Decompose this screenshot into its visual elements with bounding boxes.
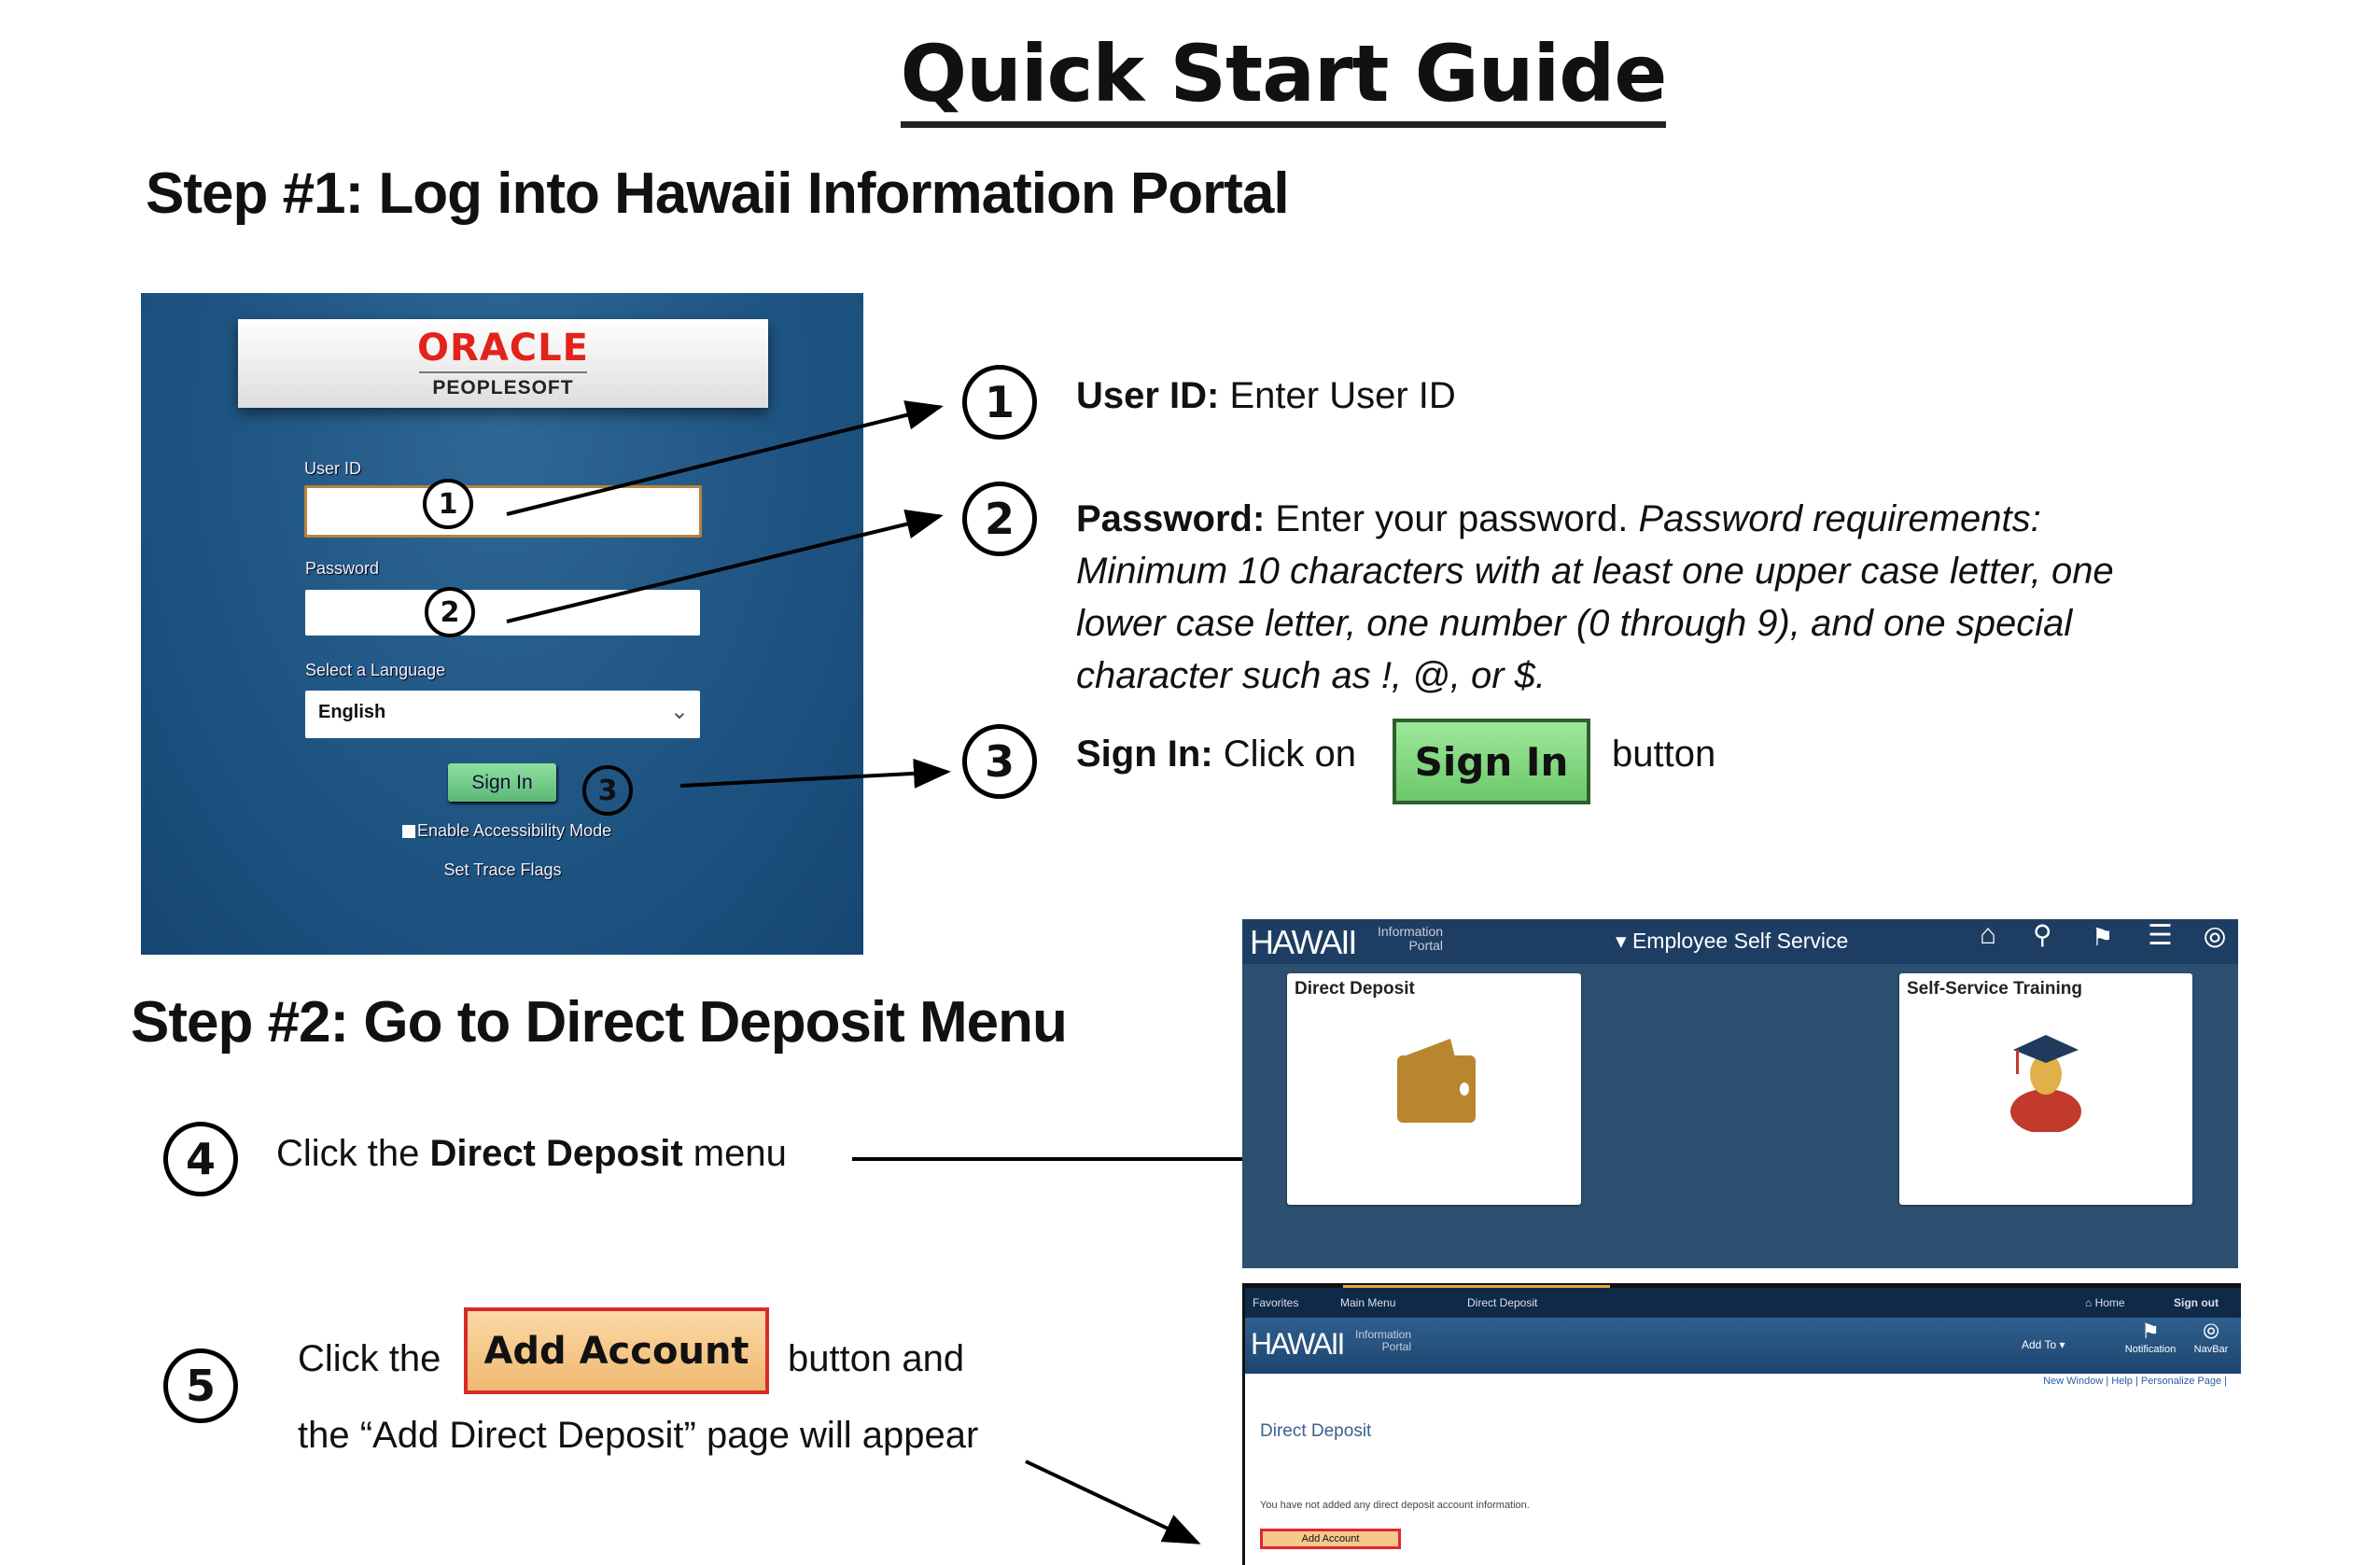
wallet-icon <box>1397 1039 1476 1123</box>
set-trace-flags-link[interactable]: Set Trace Flags <box>443 860 562 879</box>
add-account-button-sample: Add Account <box>464 1307 769 1394</box>
callout-1-marker: 1 <box>423 479 473 529</box>
step-3-number: 3 <box>962 724 1037 799</box>
arrow-1 <box>506 400 944 516</box>
login-screenshot: ORACLE PEOPLESOFT User ID Password Selec… <box>141 293 863 955</box>
hawaii-logo: HAWAII <box>1251 1327 1345 1361</box>
sign-out-link[interactable]: Sign out <box>2174 1296 2219 1309</box>
sign-in-button-sample: Sign In <box>1393 719 1590 804</box>
flag-icon: ⚑ <box>2141 1320 2160 1343</box>
sign-in-button[interactable]: Sign In <box>448 763 556 802</box>
add-to-dropdown[interactable]: Add To ▾ <box>2022 1338 2065 1351</box>
navbar-button[interactable]: ⦾NavBar <box>2193 1320 2229 1355</box>
callout-3-marker: 3 <box>582 765 633 816</box>
button-word: button <box>1612 734 1716 775</box>
signin-instruction: Sign In: Click on <box>1076 734 1357 775</box>
step-5-number: 5 <box>163 1348 238 1423</box>
nav-main-menu[interactable]: Main Menu <box>1340 1296 1396 1309</box>
dd-page-title: Direct Deposit <box>1260 1421 1372 1441</box>
compass-icon: ⦾ <box>2203 1320 2219 1343</box>
step-4-number: 4 <box>163 1122 238 1196</box>
chevron-down-icon: ⌄ <box>669 699 689 724</box>
add-account-button[interactable]: Add Account <box>1260 1529 1401 1549</box>
search-icon[interactable]: ⚲ <box>2033 920 2052 949</box>
language-label: Select a Language <box>305 661 446 679</box>
step-1-number: 1 <box>962 365 1037 440</box>
ess-menu-dropdown[interactable]: ▾ Employee Self Service <box>1616 929 1849 953</box>
page-links[interactable]: New Window | Help | Personalize Page | <box>2043 1376 2227 1387</box>
accessibility-checkbox[interactable] <box>402 825 415 838</box>
oracle-logo: ORACLE PEOPLESOFT <box>238 319 768 408</box>
language-value: English <box>318 702 386 722</box>
password-instruction: Password: Enter your password. Password … <box>1076 498 2114 696</box>
hawaii-logo: HAWAII <box>1250 923 1357 961</box>
userid-label: User ID <box>304 459 362 478</box>
compass-icon[interactable]: ⦾ <box>2204 923 2226 954</box>
userid-input[interactable] <box>304 485 702 538</box>
add-account-instruction-pre: Click the <box>298 1338 441 1379</box>
language-select[interactable]: English ⌄ <box>305 691 700 738</box>
tile-direct-deposit[interactable]: Direct Deposit <box>1287 973 1581 1205</box>
nav-direct-deposit[interactable]: Direct Deposit <box>1467 1296 1538 1309</box>
home-link[interactable]: ⌂ Home <box>2085 1296 2125 1309</box>
step2-heading: Step #2: Go to Direct Deposit Menu <box>131 990 1068 1055</box>
arrow-5 <box>1025 1460 1201 1544</box>
add-account-instruction-line2: the “Add Direct Deposit” page will appea… <box>298 1415 979 1456</box>
flag-icon[interactable]: ⚑ <box>2092 923 2114 951</box>
step-2-number: 2 <box>962 482 1037 556</box>
dd-message: You have not added any direct deposit ac… <box>1260 1500 1530 1511</box>
nav-favorites[interactable]: Favorites <box>1253 1296 1299 1309</box>
step1-heading: Step #1: Log into Hawaii Information Por… <box>146 161 1290 226</box>
password-label: Password <box>305 559 380 578</box>
menu-icon[interactable]: ☰ <box>2148 920 2173 951</box>
home-icon[interactable]: ⌂ <box>1980 919 1997 950</box>
graduate-icon <box>2010 1035 2081 1132</box>
notification-button[interactable]: ⚑Notification <box>2124 1320 2177 1355</box>
tile-self-service-training[interactable]: Self-Service Training <box>1899 973 2192 1205</box>
arrow-3 <box>679 758 951 789</box>
direct-deposit-screenshot: Favorites Main Menu Direct Deposit ⌂ Hom… <box>1242 1283 2241 1565</box>
accessibility-label: Enable Accessibility Mode <box>417 821 612 840</box>
callout-2-marker: 2 <box>425 587 475 637</box>
page-title: Quick Start Guide <box>0 28 2380 128</box>
arrow-2 <box>506 509 944 623</box>
add-account-instruction-post: button and <box>788 1338 965 1379</box>
nav-bar: Favorites Main Menu Direct Deposit ⌂ Hom… <box>1245 1288 2241 1318</box>
direct-deposit-instruction: Click the Direct Deposit menu <box>276 1133 787 1174</box>
userid-instruction: User ID: Enter User ID <box>1076 375 1456 416</box>
password-input[interactable] <box>305 590 700 636</box>
